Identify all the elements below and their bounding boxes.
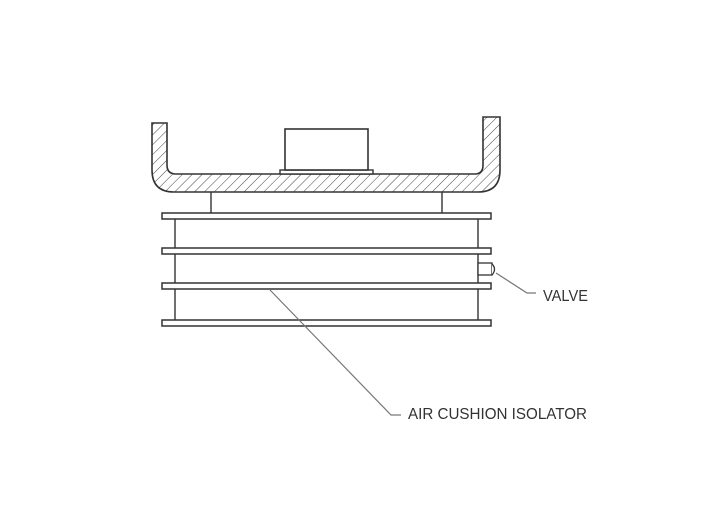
plate-3 — [161, 282, 492, 290]
isolator-label: AIR CUSHION ISOLATOR — [408, 406, 587, 423]
valve-label: VALVE — [543, 288, 588, 305]
top-mount-block — [284, 128, 369, 171]
isolator-leader-line — [269, 289, 401, 416]
plate-4 — [161, 319, 492, 327]
valve-part — [477, 262, 496, 276]
plate-1 — [161, 212, 492, 220]
hatched-tray — [151, 116, 501, 193]
valve-leader-line — [495, 272, 536, 294]
plate-2 — [161, 247, 492, 255]
